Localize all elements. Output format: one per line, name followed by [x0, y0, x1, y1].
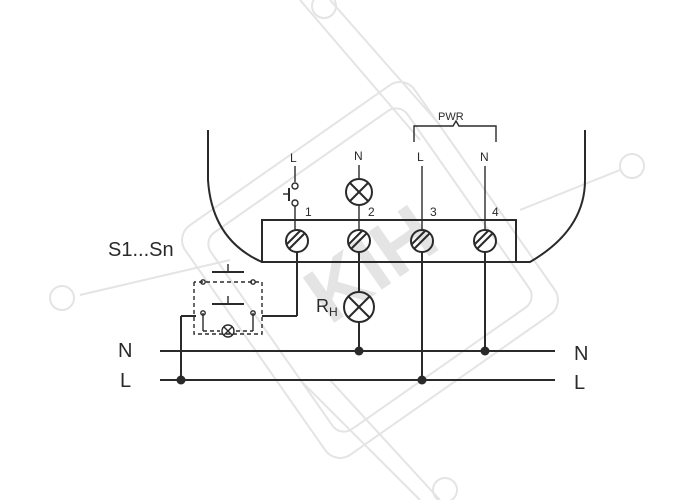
load-label: RH	[316, 296, 338, 319]
watermark-circle-top	[311, 0, 337, 19]
pwr-label: PWR	[438, 111, 464, 123]
terminal-number-2: 2	[368, 205, 375, 219]
terminal-number-3: 3	[430, 205, 437, 219]
load-lamp-icon	[343, 291, 375, 323]
watermark-circle-right	[619, 153, 645, 179]
pwr-bracket	[413, 119, 497, 142]
right-neutral-label: N	[574, 343, 588, 365]
switch-indicator-lamp-icon	[221, 324, 235, 338]
terminal-3-top-label: L	[417, 150, 424, 164]
terminal-number-4: 4	[492, 205, 499, 219]
terminal-1-top-label: L	[290, 151, 297, 165]
switches-label: S1...Sn	[108, 239, 174, 261]
watermark-circle-bottom	[432, 477, 458, 500]
junction-dot-neutral-load	[354, 346, 364, 356]
terminal-block	[261, 219, 517, 263]
terminal-2-top-label: N	[354, 149, 363, 163]
terminal-screw-1	[285, 229, 309, 253]
external-switches	[180, 252, 298, 380]
junction-dot-line-terminal-3	[417, 375, 427, 385]
junction-dot-neutral-terminal-4	[480, 346, 490, 356]
internal-lamp-icon	[345, 178, 373, 206]
terminal-screw-4	[473, 229, 497, 253]
left-neutral-label: N	[118, 340, 132, 362]
watermark-circle-left	[49, 285, 75, 311]
terminal-4-top-label: N	[480, 150, 489, 164]
right-line-label: L	[574, 372, 585, 394]
left-line-label: L	[120, 370, 131, 392]
terminal-number-1: 1	[305, 205, 312, 219]
